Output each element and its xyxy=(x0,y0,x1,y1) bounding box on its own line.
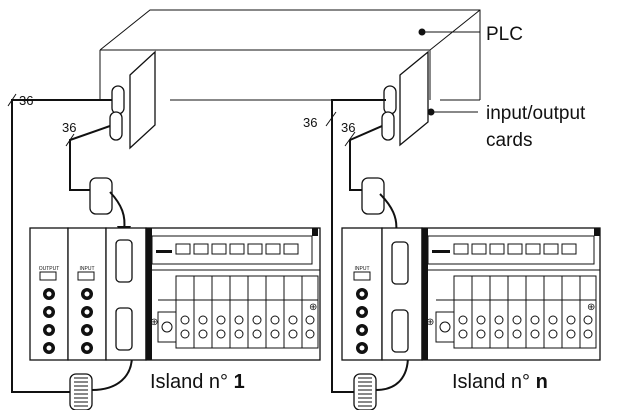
valve-island-1: OUTPUT INPUT xyxy=(29,227,321,393)
connector-plug-1a xyxy=(89,177,113,215)
cable-count-label-1b: 36 xyxy=(62,120,76,135)
valve-slices-n xyxy=(435,275,597,349)
cable-count-label-nb: 36 xyxy=(341,120,355,135)
input-module-label-1: INPUT xyxy=(80,266,95,272)
valve-island-n: INPUT xyxy=(341,227,601,393)
dsub-connector-nb xyxy=(391,309,409,353)
island-n-label: Island n° n xyxy=(452,371,548,393)
module-ports-1 xyxy=(43,288,93,354)
output-module-label: OUTPUT xyxy=(39,266,60,272)
dsub-connector-1a xyxy=(115,239,133,283)
io-cards-label-line1: input/output xyxy=(486,103,586,124)
connector-plug-nb xyxy=(353,373,377,410)
dsub-connector-na xyxy=(391,241,409,285)
valve-manifold-n xyxy=(421,227,601,361)
mounting-screw-nb: ⊕ xyxy=(587,302,595,313)
plc-label: PLC xyxy=(486,24,523,45)
mounting-screw-1a: ⊕ xyxy=(150,317,158,328)
io-cards-label-line2: cards xyxy=(486,130,532,151)
connector-plug-1b xyxy=(69,373,93,410)
valve-tabs-n xyxy=(453,243,577,255)
plc-chassis xyxy=(99,9,481,101)
valve-manifold-1 xyxy=(145,227,321,361)
io-cards-label-group: input/output cards xyxy=(427,103,586,151)
island-1-label: Island n° 1 xyxy=(150,371,245,393)
io-card-right xyxy=(381,50,429,147)
plc-label-group: PLC xyxy=(418,24,523,45)
valve-tabs-1 xyxy=(175,243,299,255)
mounting-screw-na: ⊕ xyxy=(426,317,434,328)
io-card-left xyxy=(109,50,156,150)
valve-ports-n xyxy=(439,315,593,339)
mounting-screw-1b: ⊕ xyxy=(309,302,317,313)
cable-count-label-na: 36 xyxy=(303,115,317,130)
valve-slices-1 xyxy=(157,275,319,349)
dsub-connector-1b xyxy=(115,307,133,351)
input-module-label-n: INPUT xyxy=(355,266,370,272)
valve-ports-1 xyxy=(161,315,315,339)
connector-plug-na xyxy=(361,177,385,215)
module-ports-n xyxy=(356,288,368,354)
cable-count-label-1a: 36 xyxy=(19,93,33,108)
